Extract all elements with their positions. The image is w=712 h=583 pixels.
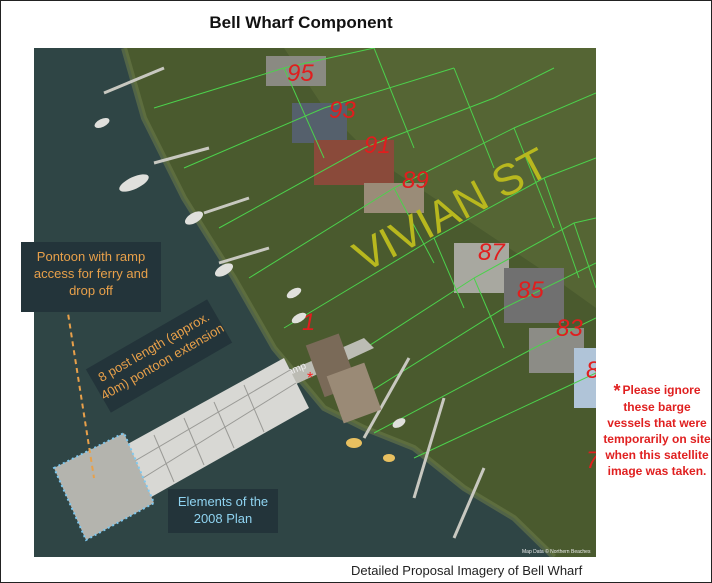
- note-star-marker: *: [613, 381, 621, 401]
- figure-caption: Detailed Proposal Imagery of Bell Wharf: [351, 563, 583, 578]
- jetties: [103, 66, 486, 539]
- pontoon-extension: [54, 433, 154, 540]
- lot-number-1: 1: [302, 309, 315, 336]
- note-text: Please ignore these barge vessels that w…: [603, 383, 711, 478]
- map-credit: Map Data © Northern Beaches: [522, 548, 591, 555]
- lot-number-95: 95: [287, 60, 314, 87]
- lot-number-7: 7: [586, 447, 596, 474]
- lot-number-93: 93: [329, 97, 356, 124]
- lot-number-8: 8: [586, 357, 596, 384]
- map-canvas: Ramp * 95: [34, 48, 596, 557]
- property-boundaries: [153, 48, 596, 459]
- barge-note: *Please ignore these barge vessels that …: [603, 382, 711, 479]
- lot-number-91: 91: [364, 132, 391, 159]
- satellite-map[interactable]: Ramp * 95: [34, 48, 596, 557]
- barge-star-marker: *: [307, 370, 313, 387]
- vegetation-area: [284, 48, 596, 308]
- moored-boats: [94, 118, 406, 462]
- page-title: Bell Wharf Component: [209, 13, 393, 32]
- house-85: [504, 268, 564, 323]
- house-91: [314, 140, 394, 185]
- callout-pontoon: Pontoon with ramp access for ferry and d…: [21, 242, 161, 312]
- shoreline: [121, 48, 557, 557]
- callout-2008-plan: Elements of the 2008 Plan: [168, 489, 278, 533]
- barge-vessels: [305, 333, 382, 424]
- lot-number-85: 85: [517, 277, 544, 304]
- lot-number-83: 83: [556, 315, 583, 342]
- lot-number-89: 89: [402, 167, 429, 194]
- lot-number-87: 87: [478, 239, 506, 266]
